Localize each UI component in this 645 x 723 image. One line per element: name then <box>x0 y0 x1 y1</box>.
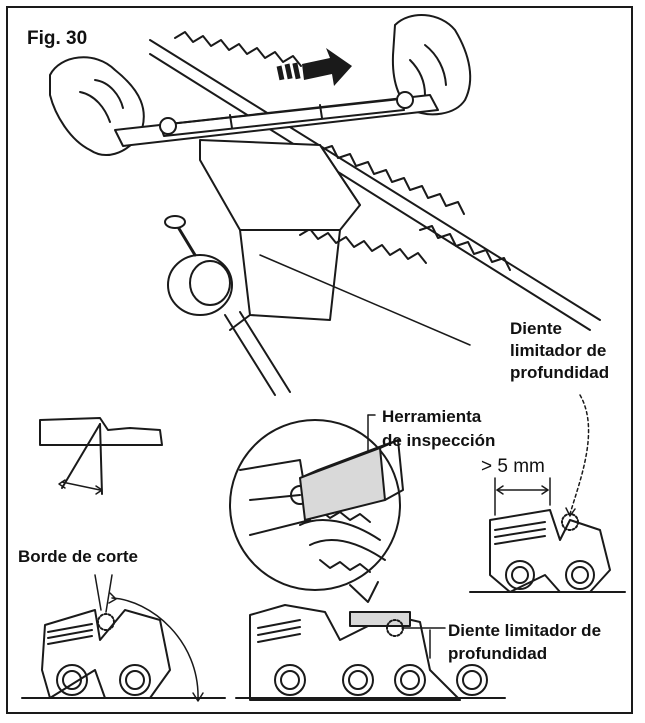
inspection-tool-label-line1: Herramienta <box>382 407 482 426</box>
depth-gauge-label-line2: limitador de <box>510 341 607 360</box>
hands <box>49 13 472 156</box>
cutter-angle-detail <box>39 417 163 495</box>
depth-gauge-detail <box>469 394 626 593</box>
motion-arrow-icon <box>276 48 352 86</box>
cutting-edge-label: Borde de corte <box>18 547 138 566</box>
depth-gauge-label-line3: profundidad <box>510 363 610 382</box>
cutter-tooth <box>21 574 226 702</box>
chain-lower <box>235 604 506 701</box>
depth-gauge-bottom-label-line1: Diente limitador de <box>448 621 602 640</box>
vise <box>164 139 361 396</box>
depth-gauge-label-line1: Diente <box>510 319 562 338</box>
file-gauge <box>114 91 439 147</box>
figure-label: Fig. 30 <box>27 28 88 49</box>
inspection-tool <box>299 414 404 521</box>
chain-upper <box>149 31 601 346</box>
inspection-tool-label-line2: de inspección <box>382 431 496 450</box>
depth-gauge-bottom-label-line2: profundidad <box>448 644 548 663</box>
measurement-label: > 5 mm <box>481 456 545 477</box>
